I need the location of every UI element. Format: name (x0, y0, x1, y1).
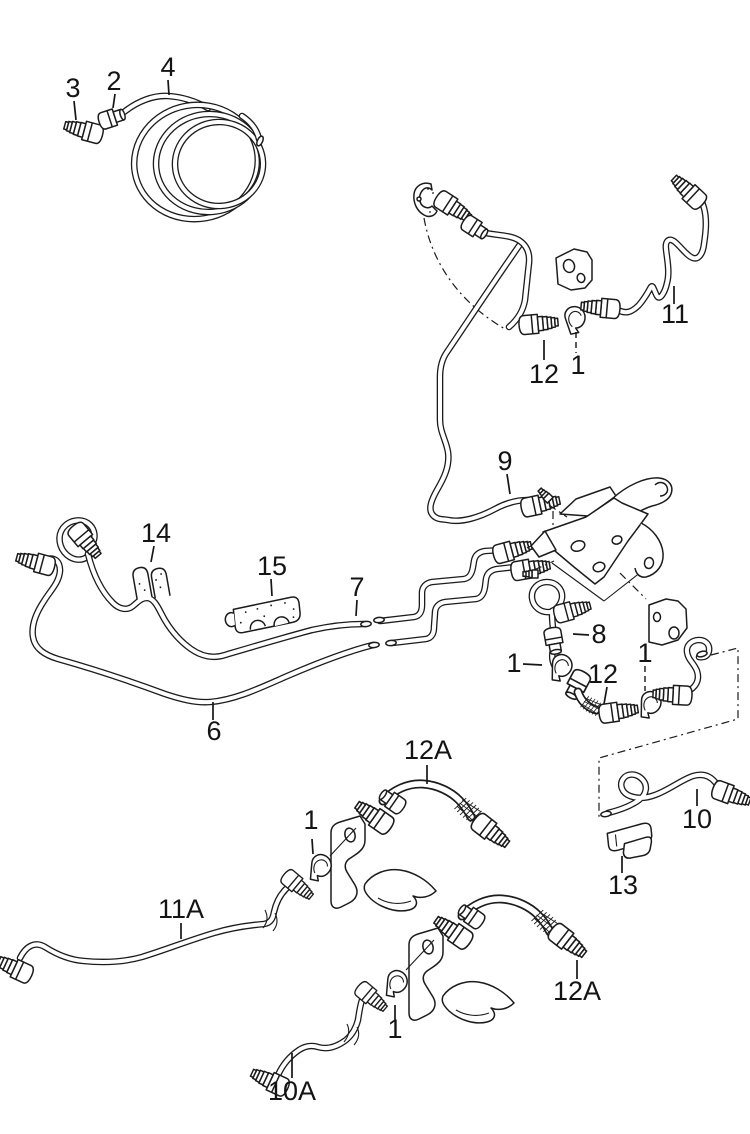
hose-eye-end (413, 182, 438, 218)
callout-union-12-middle[interactable]: 12 (588, 659, 618, 689)
callout-brake-pipe-7[interactable]: 7 (349, 572, 364, 602)
callout-clip-1-middle-right[interactable]: 1 (637, 638, 652, 668)
hose-bracket-2 (405, 927, 515, 1024)
callout-brake-pipe-10a[interactable]: 10A (268, 1076, 316, 1106)
brake-pipe-11 (413, 170, 710, 521)
abs-unit-bracket (522, 477, 673, 602)
callout-brake-pipe-10[interactable]: 10 (682, 804, 712, 834)
callout-brake-hose-12a-upper[interactable]: 12A (404, 735, 452, 765)
clamp-15 (224, 596, 301, 634)
clip-14 (132, 566, 171, 600)
callout-labels: 3 2 4 11 12 1 9 14 15 7 6 8 1 12 1 10 13… (65, 52, 712, 1106)
bolt-stud-icon (522, 569, 539, 579)
callout-clip-1-lower-right[interactable]: 1 (387, 1014, 402, 1044)
detail-boundary-dashed (598, 647, 739, 818)
callout-clip-13[interactable]: 13 (608, 870, 638, 900)
callout-union-12-upper[interactable]: 12 (529, 359, 559, 389)
callout-brake-pipe-6[interactable]: 6 (206, 716, 221, 746)
callout-clip-14[interactable]: 14 (141, 518, 171, 548)
callout-brake-hose-12a-lower[interactable]: 12A (553, 976, 601, 1006)
callout-brake-pipe-11a[interactable]: 11A (158, 894, 204, 924)
brake-pipe-11a (0, 866, 318, 986)
callout-clamp-15[interactable]: 15 (257, 551, 287, 581)
callout-clip-1-upper[interactable]: 1 (570, 350, 585, 380)
leader-lines (73, 79, 698, 1078)
callout-clip-1-middle-left[interactable]: 1 (506, 648, 521, 678)
callout-union-nut-2[interactable]: 2 (106, 66, 121, 96)
callout-male-connector-3[interactable]: 3 (65, 73, 80, 103)
clip-13 (606, 822, 653, 859)
callout-coiled-brake-pipe-4[interactable]: 4 (160, 52, 175, 82)
callout-brake-pipe-9[interactable]: 9 (497, 446, 512, 476)
callout-brake-pipe-11[interactable]: 11 (661, 299, 689, 329)
mounting-plate (555, 248, 593, 291)
mounting-plate-right (648, 598, 688, 646)
callout-clip-1-lower-left[interactable]: 1 (303, 805, 318, 835)
hose-bracket-1 (329, 815, 437, 912)
callout-banjo-bolt-8[interactable]: 8 (591, 619, 606, 649)
brake-pipe-10a (247, 978, 392, 1099)
